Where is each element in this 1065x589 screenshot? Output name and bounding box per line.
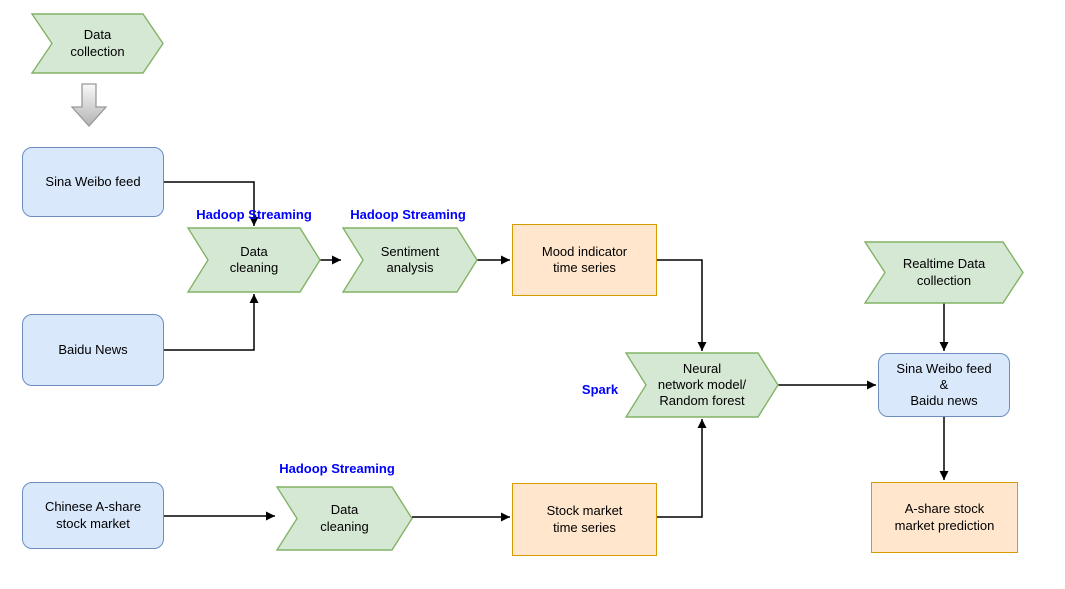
- chevron-shape: [341, 227, 478, 293]
- node-label: Baidu News: [58, 341, 128, 357]
- label-hadoop-streaming-2: Hadoop Streaming: [350, 207, 466, 222]
- chevron-shape: [275, 486, 413, 551]
- chevron-shape: [624, 352, 779, 418]
- node-sina-weibo-baidu-news: Sina Weibo feed & Baidu news: [878, 353, 1010, 417]
- edge-baidu-news-to-data-cleaning-1: [164, 294, 259, 351]
- label-hadoop-streaming-1: Hadoop Streaming: [196, 207, 312, 222]
- node-realtime-data-collection: Realtime Data collection: [863, 241, 1024, 304]
- chevron-shape: [863, 241, 1024, 304]
- node-data-collection: Data collection: [30, 13, 164, 74]
- node-chinese-a-share-stock-market: Chinese A-share stock market: [22, 482, 164, 549]
- chevron-shape: [30, 13, 164, 74]
- node-data-cleaning-2: Data cleaning: [275, 486, 413, 551]
- node-sina-weibo-feed: Sina Weibo feed: [22, 147, 164, 217]
- chevron-shape: [186, 227, 321, 293]
- node-mood-indicator-time-series: Mood indicator time series: [512, 224, 657, 296]
- node-label: Chinese A-share stock market: [44, 499, 142, 531]
- node-a-share-stock-market-prediction: A-share stock market prediction: [871, 482, 1018, 553]
- node-label: Sentiment analysis: [380, 243, 440, 275]
- edge-stock-market-ts-to-neural-network: [657, 419, 707, 518]
- node-label: Sina Weibo feed: [45, 173, 141, 189]
- node-label: Data cleaning: [320, 502, 369, 534]
- node-neural-network-model: Neural network model/ Random forest: [624, 352, 779, 418]
- edge-sina-weibo-to-data-cleaning-1: [164, 181, 259, 226]
- edge-mood-indicator-to-neural-network: [657, 259, 707, 351]
- node-label: Data collection: [70, 27, 125, 59]
- node-label: A-share stock market prediction: [894, 501, 995, 533]
- node-label: Neural network model/ Random forest: [657, 360, 747, 409]
- node-data-cleaning-1: Data cleaning: [186, 227, 321, 293]
- node-sentiment-analysis: Sentiment analysis: [341, 227, 478, 293]
- node-label: Sina Weibo feed & Baidu news: [896, 360, 992, 409]
- label-spark: Spark: [581, 382, 619, 397]
- down-block-arrow-icon: [70, 83, 108, 127]
- node-baidu-news: Baidu News: [22, 314, 164, 386]
- node-label: Realtime Data collection: [902, 256, 986, 288]
- label-hadoop-streaming-3: Hadoop Streaming: [279, 461, 395, 476]
- node-label: Stock market time series: [546, 503, 623, 535]
- node-stock-market-time-series: Stock market time series: [512, 483, 657, 556]
- node-label: Data cleaning: [229, 243, 279, 275]
- node-label: Mood indicator time series: [541, 243, 628, 275]
